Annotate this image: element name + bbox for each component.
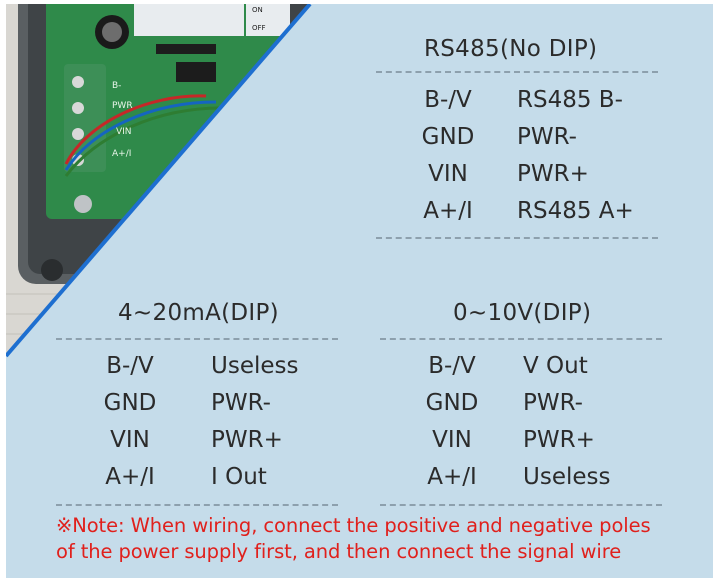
voltage-pin: VIN [432,427,472,453]
current-pin: VIN [110,427,150,453]
rs485-function: RS485 B- [517,87,623,113]
photo-label-on: ON [252,6,263,14]
current-pin: GND [103,390,157,416]
voltage-pin: GND [425,390,479,416]
current-pin: B-/V [106,353,154,379]
voltage-pin: B-/V [428,353,476,379]
wiring-note-line-2: of the power supply first, and then conn… [56,540,622,563]
rs485-bottom-divider [376,237,658,239]
rs485-pin: GND [421,124,475,150]
current-bottom-divider [56,504,338,506]
rs485-top-divider [376,71,658,73]
circuit-board-photo: B- PWR VIN A+/I ON OFF [6,4,312,358]
voltage-bottom-divider [380,504,662,506]
voltage-function: Useless [523,464,611,490]
rs485-pin: VIN [428,161,468,187]
rs485-function: PWR+ [517,161,589,187]
voltage-function: PWR- [523,390,583,416]
wiring-diagram-panel: B- PWR VIN A+/I ON OFF RS485(No DIP) B-/… [6,4,713,578]
current-function: I Out [211,464,267,490]
voltage-function: V Out [523,353,588,379]
wiring-note-line-1: ※Note: When wiring, connect the positive… [56,514,651,537]
photo-label-vin: VIN [116,127,132,137]
current-function: Useless [211,353,299,379]
current-function: PWR+ [211,427,283,453]
rs485-function: PWR- [517,124,577,150]
voltage-function: PWR+ [523,427,595,453]
rs485-function: RS485 A+ [517,198,634,224]
photo-label-b: B- [112,81,121,91]
photo-label-pwr: PWR [112,101,133,111]
rs485-pin: B-/V [424,87,472,113]
voltage-title: 0~10V(DIP) [453,300,592,326]
voltage-pin: A+/I [427,464,477,490]
current-pin: A+/I [105,464,155,490]
rs485-title: RS485(No DIP) [424,36,598,62]
diagonal-divider [6,4,312,358]
current-function: PWR- [211,390,271,416]
voltage-top-divider [380,338,662,340]
photo-label-ai: A+/I [112,149,131,159]
photo-label-off: OFF [252,24,266,32]
wiring-note: ※Note: When wiring, connect the positive… [56,513,696,565]
rs485-pin: A+/I [423,198,473,224]
current-top-divider [56,338,338,340]
current-title: 4~20mA(DIP) [118,300,279,326]
